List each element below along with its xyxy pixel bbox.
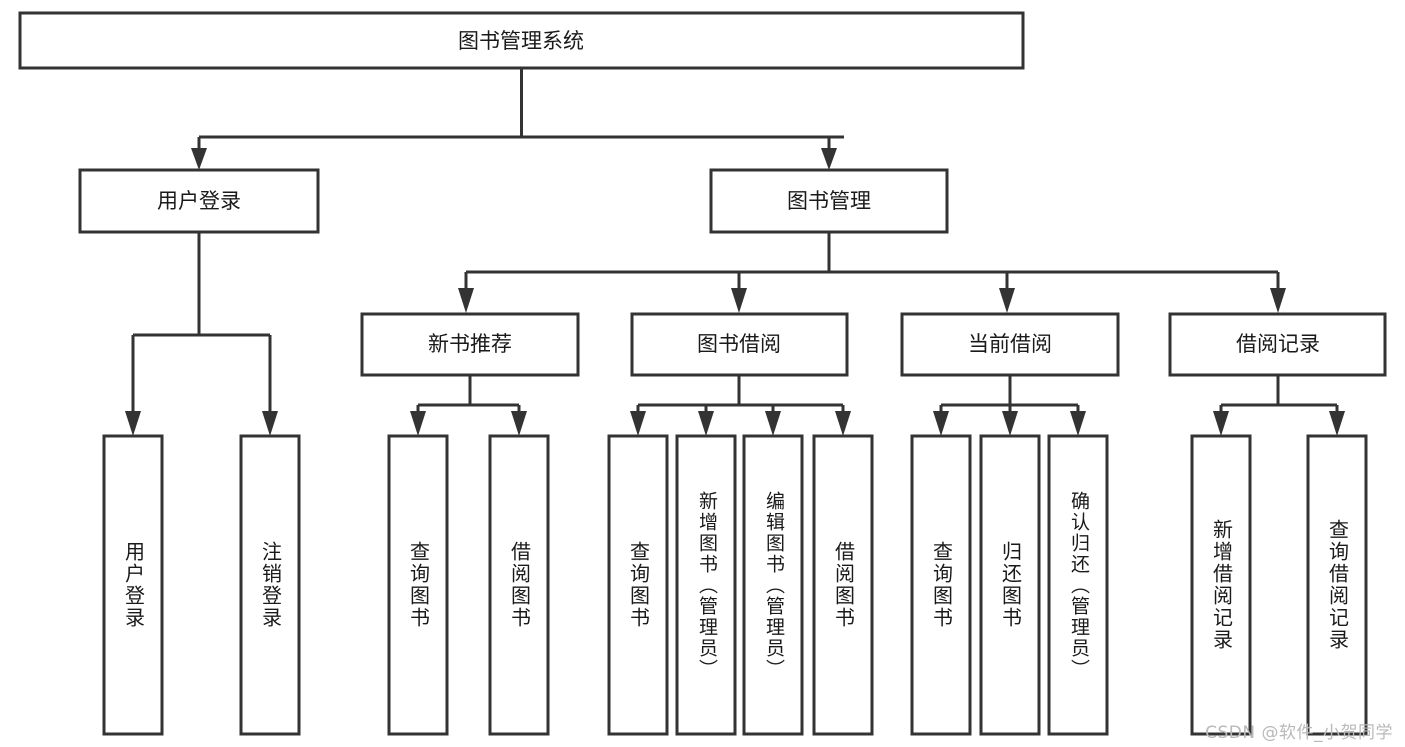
node-book-borrow[interactable]: 图书借阅 bbox=[630, 312, 849, 377]
node-current-borrow-label: 当前借阅 bbox=[968, 332, 1052, 356]
node-user-login-box[interactable] bbox=[78, 168, 320, 234]
node-new-book-rec-label: 新书推荐 bbox=[428, 332, 512, 356]
arrowhead-book-borrow bbox=[731, 288, 747, 313]
node-current-borrow[interactable]: 当前借阅 bbox=[900, 312, 1120, 377]
node-leaf-user-login-box[interactable] bbox=[102, 434, 164, 736]
node-leaf-logout-box[interactable] bbox=[239, 434, 301, 736]
arrowhead-leaf-query-book-2 bbox=[630, 411, 646, 436]
arrowhead-leaf-edit-book bbox=[765, 411, 781, 436]
node-leaf-return-book-box[interactable] bbox=[979, 434, 1041, 736]
node-leaf-edit-book-box[interactable] bbox=[742, 434, 804, 736]
arrowhead-leaf-confirm-return bbox=[1070, 411, 1086, 436]
node-current-borrow-box[interactable] bbox=[900, 312, 1120, 377]
node-root-label: 图书管理系统 bbox=[458, 29, 584, 53]
node-leaf-borrow-book-1-box[interactable] bbox=[488, 434, 550, 736]
node-leaf-add-book-box[interactable] bbox=[675, 434, 737, 736]
node-leaf-borrow-book-2-box[interactable] bbox=[812, 434, 874, 736]
arrowhead-leaf-borrow-book-1 bbox=[511, 411, 527, 436]
arrowhead-leaf-query-record bbox=[1329, 411, 1345, 436]
arrowhead-leaf-return-book bbox=[1002, 411, 1018, 436]
node-borrow-record-label: 借阅记录 bbox=[1236, 332, 1320, 356]
node-leaf-query-book-1-box[interactable] bbox=[387, 434, 449, 736]
node-book-mgmt-label: 图书管理 bbox=[787, 189, 871, 213]
node-root[interactable]: 图书管理系统 bbox=[18, 11, 1025, 70]
arrowhead-leaf-add-book bbox=[698, 411, 714, 436]
node-book-borrow-box[interactable] bbox=[630, 312, 849, 377]
arrowhead-leaf-query-book-1 bbox=[410, 411, 426, 436]
node-leaf-query-book-2-box[interactable] bbox=[607, 434, 669, 736]
leaf-boxes-layer bbox=[102, 434, 1368, 736]
node-new-book-rec[interactable]: 新书推荐 bbox=[360, 312, 580, 377]
node-root-box[interactable] bbox=[18, 11, 1025, 70]
node-leaf-query-book-3-box[interactable] bbox=[910, 434, 972, 736]
node-new-book-rec-box[interactable] bbox=[360, 312, 580, 377]
arrowhead-book-mgmt bbox=[821, 148, 837, 170]
node-leaf-confirm-return-box[interactable] bbox=[1047, 434, 1109, 736]
node-leaf-query-record-box[interactable] bbox=[1306, 434, 1368, 736]
arrowhead-leaf-query-book-3 bbox=[933, 411, 949, 436]
arrowhead-leaf-borrow-book-2 bbox=[835, 411, 851, 436]
node-leaf-add-record-box[interactable] bbox=[1190, 434, 1252, 736]
node-user-login-label: 用户登录 bbox=[157, 189, 241, 213]
arrowhead-user-login bbox=[191, 148, 207, 170]
node-borrow-record-box[interactable] bbox=[1168, 312, 1387, 377]
node-book-mgmt[interactable]: 图书管理 bbox=[709, 168, 949, 234]
node-user-login[interactable]: 用户登录 bbox=[78, 168, 320, 234]
arrowhead-current-borrow bbox=[999, 288, 1015, 313]
arrowhead-leaf-logout bbox=[262, 411, 278, 436]
arrowhead-leaf-user-login bbox=[125, 411, 141, 436]
node-borrow-record[interactable]: 借阅记录 bbox=[1168, 312, 1387, 377]
csdn-watermark: CSDN @软件_小贺同学 bbox=[1205, 723, 1393, 743]
arrowhead-borrow-record bbox=[1270, 288, 1286, 313]
node-book-mgmt-box[interactable] bbox=[709, 168, 949, 234]
node-book-borrow-label: 图书借阅 bbox=[697, 332, 781, 356]
arrowhead-leaf-add-record bbox=[1213, 411, 1229, 436]
arrowhead-new-book-rec bbox=[458, 288, 474, 313]
connectors-layer bbox=[125, 68, 1345, 436]
